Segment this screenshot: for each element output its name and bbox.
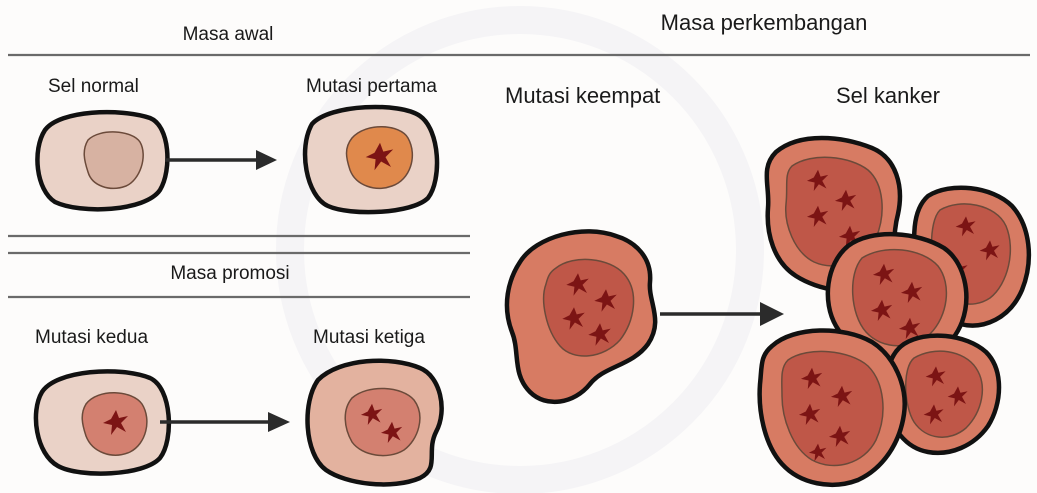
- arrow-normal-to-first: [165, 150, 277, 170]
- normal-cell: [37, 112, 167, 209]
- section-title-development: Masa perkembangan: [661, 10, 868, 35]
- section-title-promotion: Masa promosi: [170, 263, 289, 284]
- cancer-cell-cluster: [760, 138, 1029, 485]
- fourth-mutation-cell: [507, 231, 655, 402]
- third-mutation-cell: [308, 361, 442, 485]
- caption-fourth-mutation: Mutasi keempat: [505, 83, 660, 108]
- cancer-cell-bottom-left: [760, 330, 905, 484]
- arrow-fourth-to-cancer: [660, 302, 784, 326]
- caption-cancer-cell: Sel kanker: [836, 83, 940, 108]
- caption-normal-cell: Sel normal: [48, 76, 139, 97]
- arrow-second-to-third: [160, 412, 290, 432]
- section-title-early: Masa awal: [183, 24, 274, 45]
- caption-first-mutation: Mutasi pertama: [306, 76, 437, 97]
- first-mutation-cell: [305, 107, 437, 212]
- second-mutation-cell: [36, 371, 169, 473]
- caption-third-mutation: Mutasi ketiga: [313, 327, 425, 348]
- caption-second-mutation: Mutasi kedua: [35, 327, 148, 348]
